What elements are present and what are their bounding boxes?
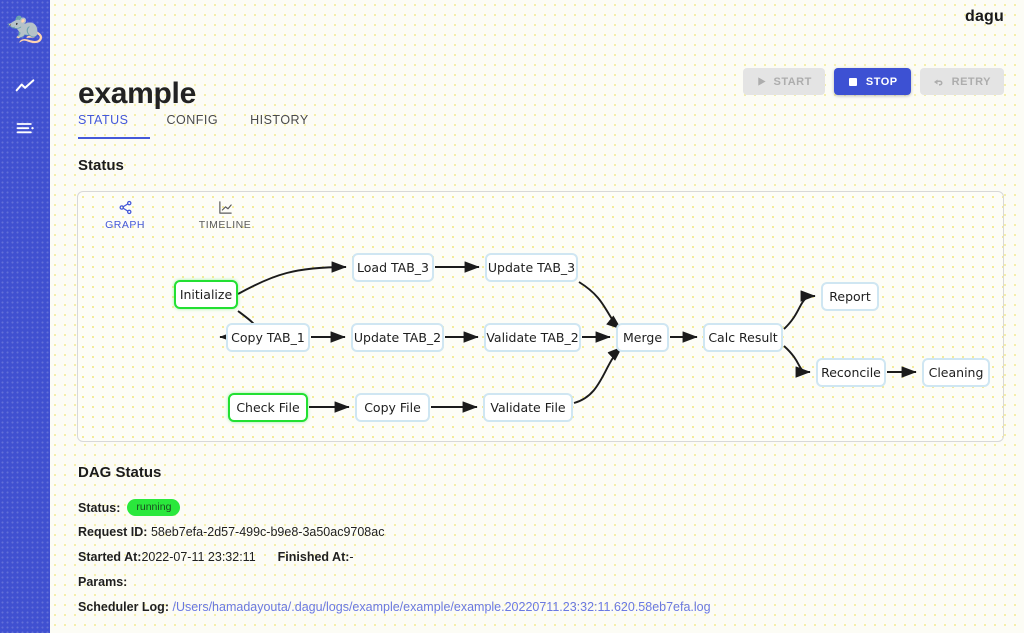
stop-square-icon	[847, 76, 859, 88]
list-icon[interactable]	[8, 112, 42, 146]
dag-node-report[interactable]: Report	[821, 282, 879, 311]
dag-node-calc-result[interactable]: Calc Result	[703, 323, 783, 352]
timeline-chart-icon	[218, 200, 233, 215]
page-tabs: STATUS CONFIG HISTORY	[78, 107, 325, 139]
start-button-label: START	[773, 75, 812, 88]
tab-history[interactable]: HISTORY	[250, 113, 309, 127]
dag-node-validate-file[interactable]: Validate File	[483, 393, 573, 422]
dag-node-copy-file[interactable]: Copy File	[355, 393, 430, 422]
dag-status-row-status: Status: running	[78, 499, 181, 516]
request-id-value: 58eb7efa-2d57-499c-b9e8-3a50ac9708ac	[150, 525, 385, 539]
dag-node-update-tab-2[interactable]: Update TAB_2	[351, 323, 444, 352]
graph-view-tabs: GRAPH TIMELINE	[88, 200, 262, 231]
status-badge: running	[127, 499, 181, 516]
scheduler-log-link[interactable]: /Users/hamadayouta/.dagu/logs/example/ex…	[172, 600, 711, 614]
status-label: Status:	[78, 500, 121, 515]
view-tab-graph-label: GRAPH	[105, 219, 145, 231]
view-tab-timeline-label: TIMELINE	[198, 219, 252, 231]
dag-status-row-request-id: Request ID: 58eb7efa-2d57-499c-b9e8-3a50…	[78, 525, 384, 539]
dag-node-check-file[interactable]: Check File	[228, 393, 308, 422]
dag-node-update-tab-3[interactable]: Update TAB_3	[485, 253, 578, 282]
view-tab-graph[interactable]: GRAPH	[88, 200, 162, 231]
status-section-heading: Status	[78, 157, 124, 174]
rat-logo-icon[interactable]: 🐀	[6, 11, 44, 44]
dag-nodes: Initialize Load TAB_3 Update TAB_3 Copy …	[78, 192, 1003, 441]
scheduler-log-label: Scheduler Log:	[78, 600, 169, 614]
start-button[interactable]: START	[742, 68, 825, 95]
retry-button[interactable]: RETRY	[919, 68, 1004, 95]
stop-button-label: STOP	[865, 75, 898, 88]
dag-status-row-scheduler-log: Scheduler Log: /Users/hamadayouta/.dagu/…	[78, 600, 711, 614]
stop-button[interactable]: STOP	[833, 68, 911, 95]
app-brand: dagu	[964, 8, 1004, 25]
finished-at-label: Finished At:	[277, 550, 350, 564]
tab-status[interactable]: STATUS	[78, 107, 151, 139]
share-nodes-icon	[118, 200, 133, 215]
dag-node-cleaning[interactable]: Cleaning	[922, 358, 990, 387]
dag-node-merge[interactable]: Merge	[616, 323, 669, 352]
started-at-label: Started At:	[78, 550, 142, 564]
dag-status-heading: DAG Status	[78, 464, 162, 481]
dag-node-copy-tab-1[interactable]: Copy TAB_1	[226, 323, 310, 352]
retry-arrow-icon	[933, 76, 945, 88]
retry-button-label: RETRY	[951, 75, 991, 88]
request-id-label: Request ID:	[78, 525, 148, 539]
line-chart-icon[interactable]	[8, 70, 42, 104]
dag-node-reconcile[interactable]: Reconcile	[816, 358, 886, 387]
dag-node-initialize[interactable]: Initialize	[174, 280, 238, 309]
tab-config[interactable]: CONFIG	[166, 113, 219, 127]
main-content: dagu example START STOP	[50, 0, 1024, 633]
sidebar: 🐀	[0, 0, 50, 633]
view-tab-timeline[interactable]: TIMELINE	[188, 200, 262, 231]
graph-card: GRAPH TIMELINE	[77, 191, 1004, 442]
dag-node-validate-tab-2[interactable]: Validate TAB_2	[484, 323, 581, 352]
dag-status-row-times: Started At: 2022-07-11 23:32:11 Finished…	[78, 550, 354, 564]
action-buttons: START STOP RETRY	[742, 68, 1004, 95]
params-label: Params:	[78, 575, 128, 589]
play-icon	[756, 76, 767, 87]
finished-at-value: -	[349, 550, 354, 564]
started-at-value: 2022-07-11 23:32:11	[141, 550, 256, 564]
page-title: example	[78, 77, 196, 111]
dag-node-load-tab-3[interactable]: Load TAB_3	[352, 253, 434, 282]
dag-status-row-params: Params:	[78, 575, 127, 589]
